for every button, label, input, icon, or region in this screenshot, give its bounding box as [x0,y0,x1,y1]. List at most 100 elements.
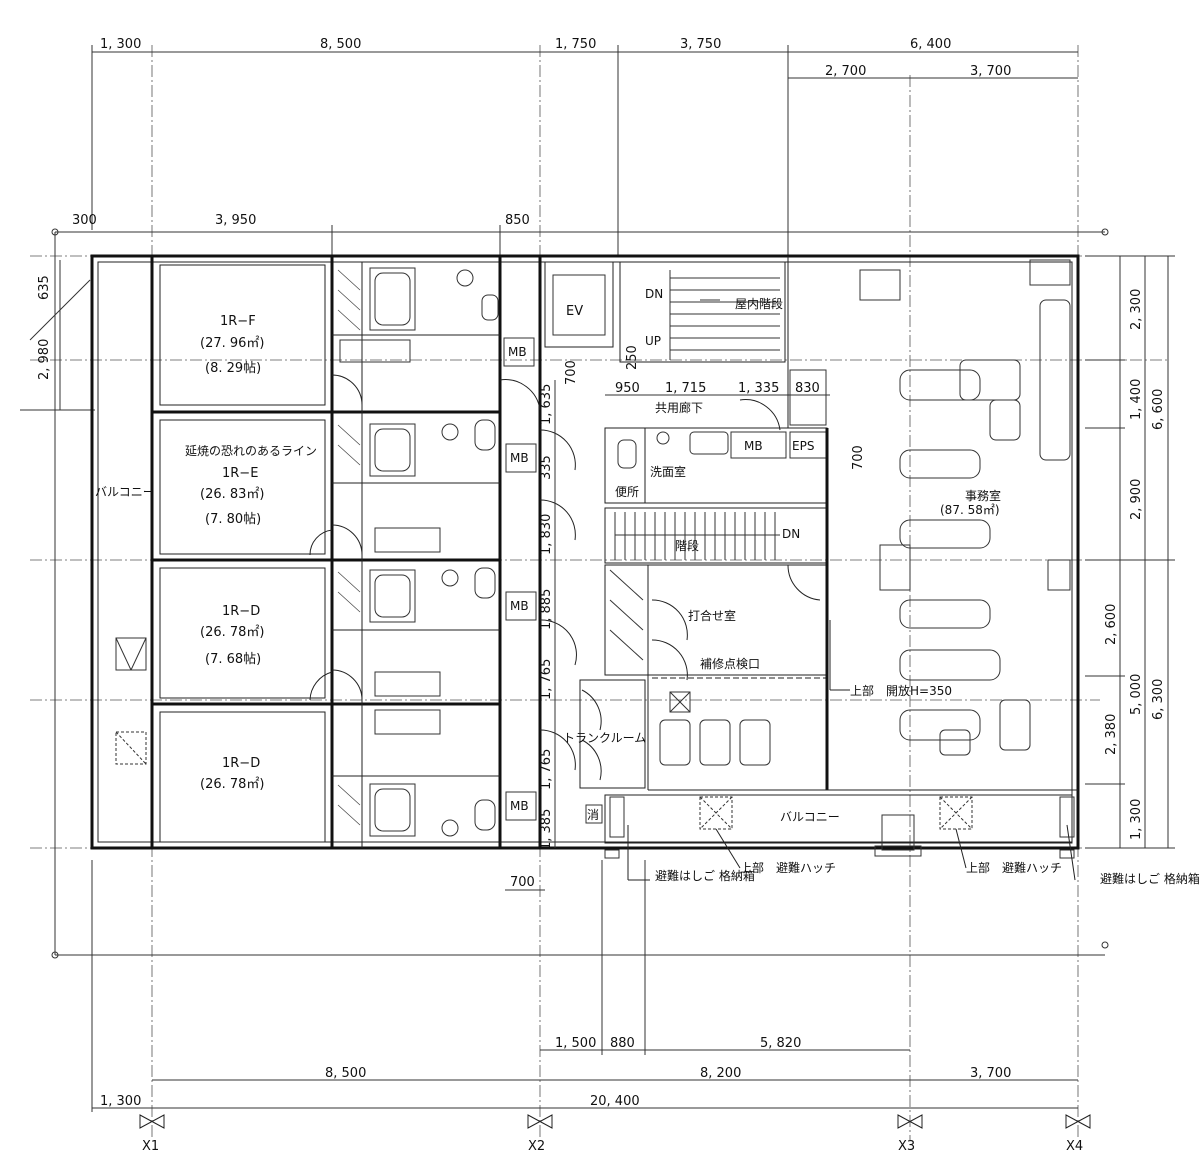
unit-fixtures [309,267,577,837]
unit-partitions [152,256,542,848]
dim-right-1: 2, 300 [1129,289,1144,330]
bottom-dimensions: 1, 500 880 5, 820 8, 500 8, 200 3, 700 1… [51,860,1109,1112]
dim-right-5: 2, 380 [1104,714,1119,755]
dim-left-2: 2, 980 [37,339,52,380]
dim-int-1765b: 1, 765 [539,749,554,790]
dim-bottom-9: 700 [510,875,535,890]
dim-left-1: 635 [37,275,52,300]
mb-label-3: MB [510,599,529,613]
right-dimensions: 2, 300 1, 400 2, 900 2, 600 2, 380 1, 30… [1085,255,1175,849]
dim-int-250: 250 [625,345,640,370]
dim-top-1: 1, 300 [100,37,141,52]
dim-right-3: 2, 900 [1129,479,1144,520]
dim-top-4: 3, 750 [680,37,721,52]
bottom-balcony: バルコニー 消 [585,794,1075,859]
corridor-label: 共用廊下 [655,400,703,415]
dim-bottom-4: 8, 500 [325,1066,366,1081]
left-balcony: バルコニー [95,256,155,848]
stair-dn: DN [782,527,800,541]
ladder-box-label-1: 避難はしご 格納箱 [655,868,755,883]
hatch-label-1: 上部 避難ハッチ [740,860,836,875]
room-1re-name: 1R−E [222,466,258,481]
indoor-stair-steps [669,270,780,360]
dim-top-8: 300 [72,213,97,228]
dim-top-5: 6, 400 [910,37,951,52]
balcony-left-label: バルコニー [95,485,155,499]
room-1rd2-name: 1R−D [222,756,260,771]
dim-right-9: 6, 300 [1151,679,1166,720]
dim-top-9: 3, 950 [215,213,256,228]
grid-label-x2: X2 [528,1139,545,1154]
grid-markers: X1 X2 X3 X4 [139,1114,1091,1154]
mb-shafts-left: MB MB MB MB [503,337,537,821]
room-1rf-tatami: (8. 29帖) [205,361,261,376]
dim-int-950: 950 [615,381,640,396]
callouts: 避難はしご 格納箱 上部 避難ハッチ 上部 避難ハッチ 避難はしご 格納箱 [627,824,1199,886]
indoor-stair-up: UP [645,334,661,348]
grid-lines [30,45,1170,1140]
mb-label-4: MB [510,799,529,813]
dim-int-1385: 1, 385 [539,809,554,850]
inspection-port-label: 補修点検口 [700,656,760,671]
dim-bottom-5: 8, 200 [700,1066,741,1081]
top-dimensions: 1, 300 8, 500 1, 750 3, 750 6, 400 2, 70… [51,37,1109,256]
dim-int-1830: 1, 830 [539,514,554,555]
room-1rf-area: (27. 96㎡) [200,336,265,351]
dim-int-335: 335 [539,455,554,480]
dim-int-700a: 700 [564,360,579,385]
unit-labels: 1R−F (27. 96㎡) (8. 29帖) 延焼の恐れのあるライン 1R−E… [185,314,317,792]
core-area: EV DN UP 屋内階段 700 250 [544,261,786,385]
room-1rf-name: 1R−F [220,314,256,329]
indoor-stair-label: 屋内階段 [735,296,783,311]
ceiling-opening-label: 上部 開放H=350 [850,683,952,698]
dim-top-3: 1, 750 [555,37,596,52]
dim-right-4: 2, 600 [1104,604,1119,645]
dim-bottom-8: 20, 400 [590,1094,640,1109]
dim-top-2: 8, 500 [320,37,361,52]
room-1rd1-name: 1R−D [222,604,260,619]
dim-int-1765a: 1, 765 [539,659,554,700]
main-stair: 階段 DN [604,507,828,564]
eps-label: EPS [792,439,814,453]
dim-right-2: 1, 400 [1129,379,1144,420]
mb-label-2: MB [510,451,529,465]
balcony-bottom-label: バルコニー [780,810,840,824]
washroom-label: 洗面室 [650,464,686,479]
dim-int-1635: 1, 635 [539,384,554,425]
dim-right-7: 5, 000 [1129,674,1144,715]
toilet-label: 便所 [615,485,639,499]
dim-right-8: 6, 600 [1151,389,1166,430]
dim-int-1335: 1, 335 [738,381,779,396]
dim-int-700b: 700 [851,445,866,470]
stair-label: 階段 [675,538,699,553]
grid-label-x3: X3 [898,1139,915,1154]
dim-right-6: 1, 300 [1129,799,1144,840]
room-1re-tatami: (7. 80帖) [205,512,261,527]
dim-bottom-7: 1, 300 [100,1094,141,1109]
dim-bottom-1: 1, 500 [555,1036,596,1051]
grid-label-x4: X4 [1066,1139,1083,1154]
left-dimensions: 635 2, 980 [20,232,95,955]
ladder-box-label-2: 避難はしご 格納箱 [1100,871,1199,886]
dim-bottom-3: 5, 820 [760,1036,801,1051]
meeting-room-label: 打合せ室 [688,608,736,623]
common-service: 950 1, 715 1, 335 830 共用廊下 洗面室 便所 MB EPS… [604,369,866,504]
corridor-dimensions: 1, 635 335 1, 830 1, 885 1, 765 1, 765 1… [539,380,556,850]
dim-top-6: 2, 700 [825,64,866,79]
dim-bottom-6: 3, 700 [970,1066,1011,1081]
office-area: 事務室 (87. 58㎡) 上部 開放H=350 [648,256,1078,791]
room-1re-area: (26. 83㎡) [200,487,265,502]
dim-top-7: 3, 700 [970,64,1011,79]
trunk-room-label: トランクルーム [563,731,646,745]
ev-label: EV [566,304,583,319]
room-1rd1-tatami: (7. 68帖) [205,652,261,667]
room-1rd2-area: (26. 78㎡) [200,777,265,792]
dim-bottom-2: 880 [610,1036,635,1051]
grid-label-x1: X1 [142,1139,159,1154]
hatch-label-2: 上部 避難ハッチ [966,860,1062,875]
dim-int-1715: 1, 715 [665,381,706,396]
office-name: 事務室 [965,488,1001,503]
indoor-stair-dn: DN [645,287,663,301]
